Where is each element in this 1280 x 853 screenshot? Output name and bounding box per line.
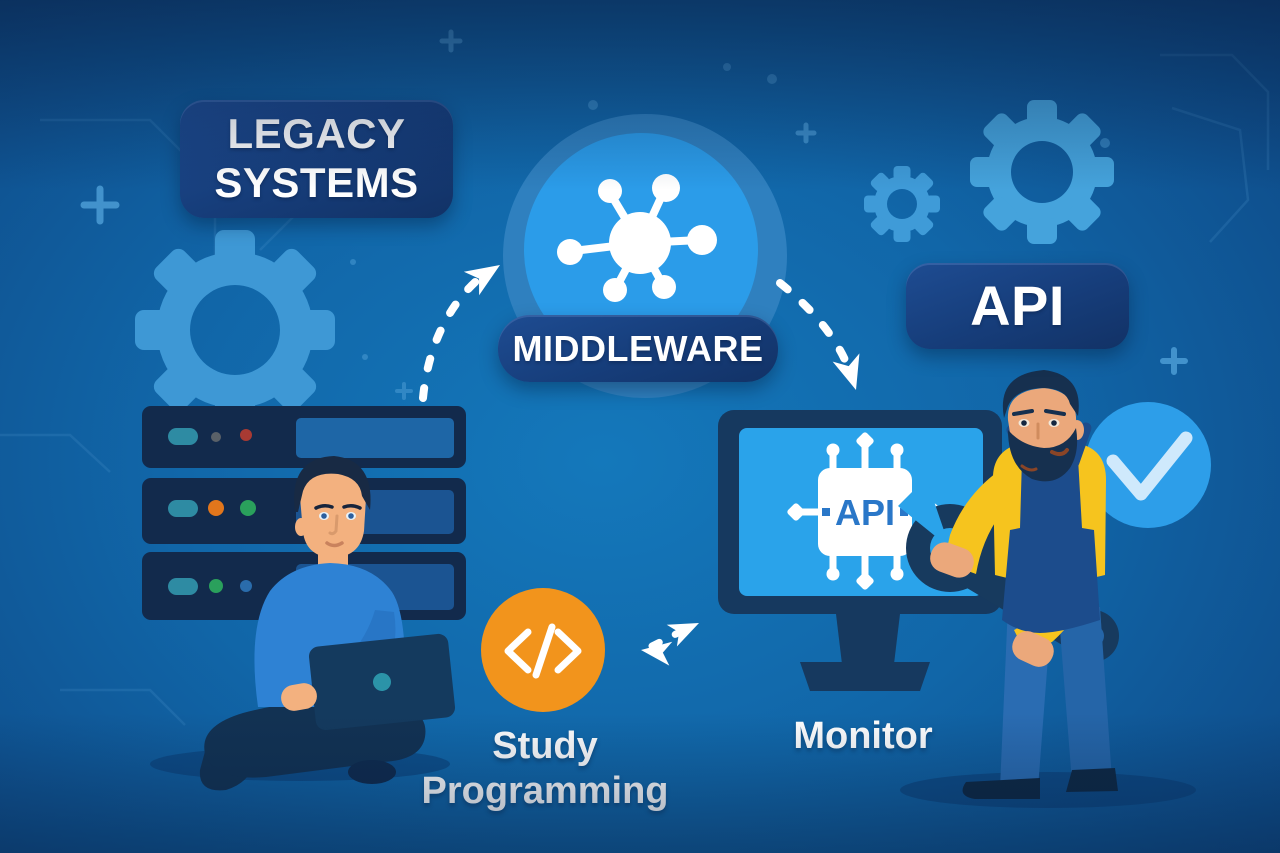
chip-label: API bbox=[835, 492, 895, 533]
api-label: API bbox=[906, 263, 1129, 349]
gear-icon bbox=[970, 100, 1114, 244]
developer-hand bbox=[281, 683, 317, 711]
check-badge bbox=[1085, 402, 1211, 528]
checkmark-icon bbox=[1106, 431, 1193, 501]
code-brackets-icon bbox=[504, 623, 582, 679]
worker-character bbox=[930, 370, 1118, 799]
arrow-legacy-to-middleware bbox=[419, 268, 491, 402]
gear-icon bbox=[135, 230, 335, 430]
worker-head bbox=[1002, 370, 1084, 482]
arrow-middleware-to-monitor bbox=[776, 279, 856, 382]
developer-character bbox=[150, 456, 456, 791]
middleware-label: MIDDLEWARE bbox=[498, 315, 778, 382]
worker-shoe bbox=[962, 778, 1040, 799]
monitor-label: Monitor bbox=[768, 714, 958, 759]
api-text: API bbox=[970, 273, 1065, 337]
study-programming-label: Study Programming bbox=[400, 724, 690, 814]
developer-head bbox=[294, 456, 371, 558]
study-line2: Programming bbox=[421, 769, 669, 812]
legacy-systems-label: LEGACY SYSTEMS bbox=[180, 100, 453, 218]
legacy-line1: LEGACY bbox=[227, 110, 406, 158]
worker-shadow bbox=[900, 772, 1196, 808]
worker-overalls bbox=[1002, 458, 1100, 633]
worker-hand bbox=[1012, 631, 1054, 667]
gear-icon bbox=[864, 166, 940, 242]
monitor-text: Monitor bbox=[793, 715, 933, 757]
study-node bbox=[481, 588, 605, 712]
arrow-heads bbox=[463, 265, 860, 666]
worker-hand bbox=[930, 542, 974, 578]
laptop-logo bbox=[373, 673, 391, 691]
worker-shoe bbox=[1066, 768, 1118, 792]
middleware-text: MIDDLEWARE bbox=[512, 327, 764, 369]
study-line1: Study bbox=[492, 725, 598, 767]
laptop bbox=[308, 633, 456, 731]
legacy-line2: SYSTEMS bbox=[214, 159, 419, 206]
